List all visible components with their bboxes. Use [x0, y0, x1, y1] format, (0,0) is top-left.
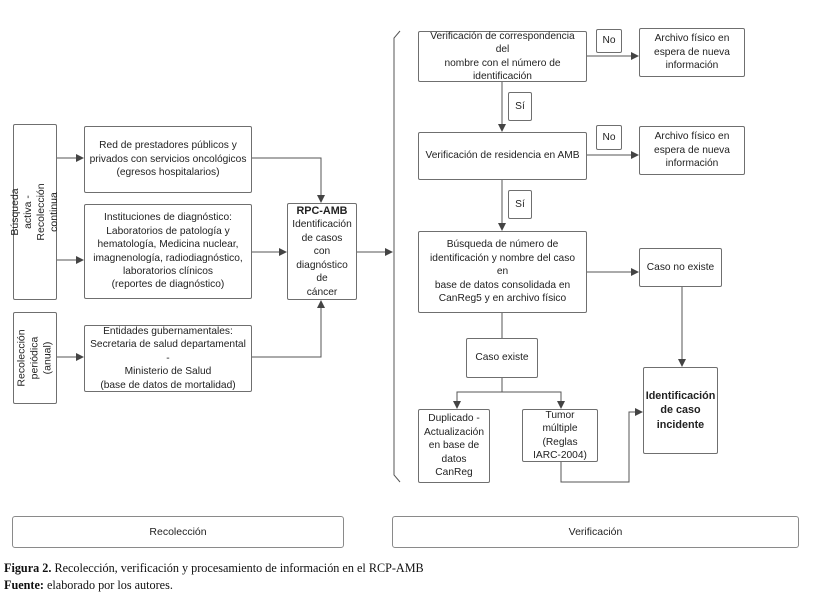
source-caption: Fuente: elaborado por los autores. [4, 578, 173, 593]
rpc-amb-body: Identificación de casos con diagnóstico … [292, 219, 352, 298]
active-search-label: Búsqueda activa - Recolección continua [9, 124, 60, 300]
figure-caption: Figura 2. Recolección, verificación y pr… [4, 561, 424, 576]
figure-text: Recolección, verificación y procesamient… [51, 561, 424, 575]
archive-box-2: Archivo físico en espera de nueva inform… [639, 126, 745, 175]
case-exists-box: Caso existe [466, 338, 538, 378]
diagnostic-institutions-box: Instituciones de diagnóstico: Laboratori… [84, 204, 252, 299]
arrow-multiple-to-incident [560, 408, 643, 483]
residence-check-box: Verificación de residencia en AMB [418, 132, 587, 180]
providers-box: Red de prestadores públicos y privados c… [84, 126, 252, 193]
database-search-box: Búsqueda de número de identificación y n… [418, 231, 587, 313]
government-entities-box: Entidades gubernamentales: Secretaria de… [84, 325, 252, 392]
arrow-exists-to-multiple [502, 391, 565, 409]
periodic-collection-label: Recolección periódica (anual) [13, 312, 57, 404]
archive-box-1: Archivo físico en espera de nueva inform… [639, 28, 745, 77]
source-label: Fuente: [4, 578, 44, 592]
multiple-tumor-box: Tumor múltiple (Reglas IARC-2004) [522, 409, 598, 462]
name-check-box: Verificación de correspondencia del nomb… [418, 31, 587, 82]
rpc-amb-title: RPC-AMB [296, 205, 348, 218]
figure-label: Figura 2. [4, 561, 52, 575]
no-label-1: No [596, 29, 622, 53]
arrow-government-to-rpc [252, 300, 325, 358]
duplicate-box: Duplicado - Actualización en base de dat… [418, 409, 490, 483]
source-text: elaborado por los autores. [43, 578, 173, 592]
verification-footer-bar: Verificación [392, 516, 799, 548]
yes-label-1: Sí [508, 92, 532, 121]
case-not-exists-box: Caso no existe [639, 248, 722, 287]
incident-case-box: Identificación de caso incidente [643, 367, 718, 454]
verification-bracket [393, 30, 401, 483]
arrow-exists-to-duplicate [453, 378, 503, 409]
no-label-2: No [596, 125, 622, 150]
yes-label-2: Sí [508, 190, 532, 219]
arrow-providers-to-rpc [252, 157, 325, 203]
rpc-amb-box: RPC-AMB Identificación de casos con diag… [287, 203, 357, 300]
collection-footer-bar: Recolección [12, 516, 344, 548]
